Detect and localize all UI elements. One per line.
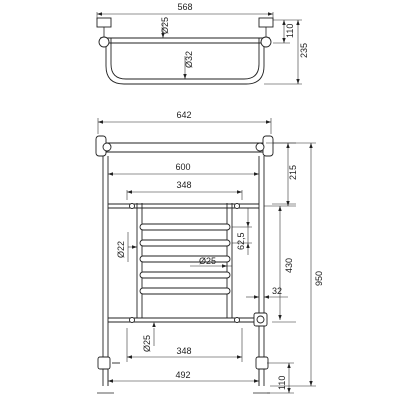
- dim-front-rail-pitch: 62,5: [236, 232, 246, 250]
- dim-front-frame-width: 600: [175, 162, 190, 172]
- top-view: 568 Ø25 Ø32 110 235: [96, 2, 309, 85]
- dim-front-overall-height: 950: [314, 271, 324, 286]
- dim-front-diameter-bottom: Ø25: [142, 335, 152, 352]
- dim-top-diameter-small: Ø25: [160, 17, 170, 34]
- dim-front-foot-height: 110: [277, 376, 287, 390]
- dim-top-overall-width: 568: [177, 2, 192, 12]
- dim-top-bracket-depth: 110: [285, 24, 295, 38]
- dim-front-diameter-left: Ø22: [116, 241, 126, 258]
- dim-top-diameter-large: Ø32: [184, 51, 194, 68]
- dim-front-ladder-height: 430: [284, 258, 294, 273]
- dim-front-leg-spacing: 492: [175, 370, 190, 380]
- dim-top-overall-depth: 235: [299, 43, 309, 58]
- front-view: 642 600: [95, 110, 324, 394]
- dim-front-rail-top-height: 215: [288, 165, 298, 180]
- dim-front-diameter-center: Ø25: [199, 256, 216, 266]
- dim-front-basket-width-top: 348: [176, 180, 191, 190]
- dim-front-basket-width-bottom: 348: [176, 346, 191, 356]
- dim-front-offset: 32: [272, 286, 282, 296]
- dim-front-overall-width: 642: [176, 110, 191, 120]
